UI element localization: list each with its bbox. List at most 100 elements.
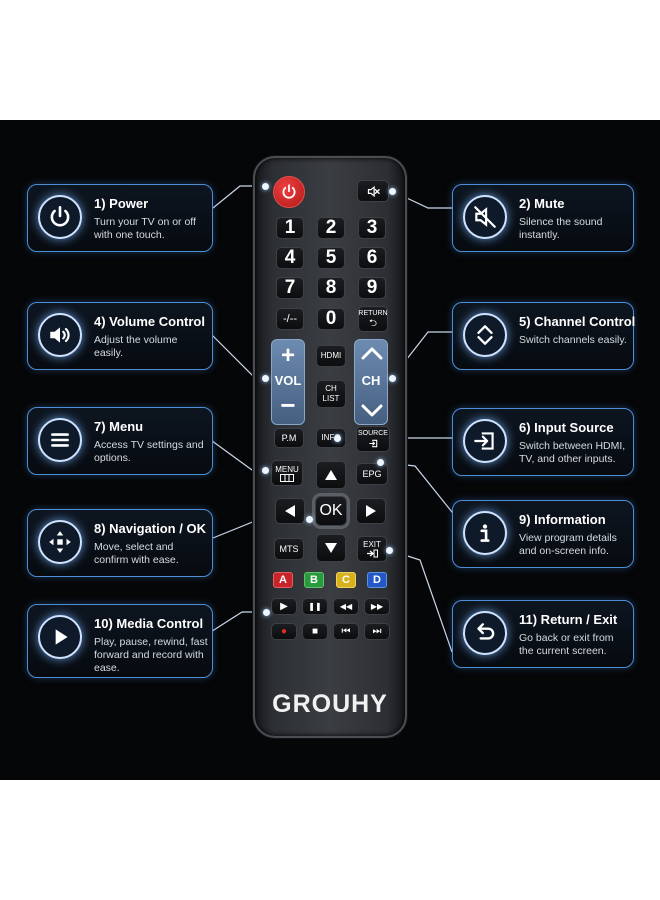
dash-button[interactable]: -/-- (276, 308, 304, 330)
callout-power: 1) Power Turn your TV on or off with one… (27, 184, 213, 252)
record-button[interactable]: ● (271, 623, 297, 640)
channel-label: CH (361, 373, 381, 388)
up-button[interactable] (316, 461, 346, 489)
dpad-icon (38, 520, 82, 564)
next-button[interactable]: ⏭ (364, 623, 390, 640)
volume-rocker[interactable]: + VOL − (271, 339, 305, 425)
connector-dot (389, 375, 396, 382)
channel-down-button[interactable] (361, 404, 383, 418)
rewind-button[interactable]: ◀◀ (333, 598, 359, 615)
connector-dot (262, 467, 269, 474)
fast-forward-button[interactable]: ▶▶ (364, 598, 390, 615)
stop-button[interactable]: ■ (302, 623, 328, 640)
digit-0-button[interactable]: 0 (317, 308, 345, 330)
chevron-updown-icon (463, 313, 507, 357)
menu-button[interactable]: MENU (271, 460, 303, 486)
callout-desc: Adjust the volume easily. (94, 334, 178, 359)
hdmi-button[interactable]: HDMI (316, 345, 346, 367)
callout-channel: 5) Channel Control Switch channels easil… (452, 302, 636, 370)
exit-button[interactable]: EXIT (357, 536, 387, 562)
mute-button[interactable] (357, 180, 389, 202)
callout-title: 1) Power (94, 196, 149, 211)
remote-control: 1 2 3 4 5 6 7 8 9 -/-- 0 RETURN ⮌ + VOL … (253, 156, 407, 738)
digit-9-button[interactable]: 9 (358, 277, 386, 299)
callout-navigation: 8) Navigation / OK Move, select and conf… (27, 509, 213, 577)
power-icon (282, 184, 296, 199)
epg-button[interactable]: EPG (356, 463, 388, 485)
callout-menu: 7) Menu Access TV settings and options. (27, 407, 213, 475)
return-arrow-icon: ⮌ (368, 318, 377, 329)
callout-title: 7) Menu (94, 419, 144, 434)
callout-title: 8) Navigation / OK (94, 521, 206, 536)
return-icon (463, 611, 507, 655)
info-icon (463, 511, 507, 555)
exit-icon (367, 549, 378, 558)
arrow-right-icon (366, 505, 376, 517)
brand-logo: GROUHY (272, 690, 388, 718)
play-icon (38, 615, 82, 659)
menu-grid-icon (280, 473, 294, 482)
connector-dot (262, 375, 269, 382)
source-button[interactable]: SOURCE (356, 426, 390, 452)
info-button[interactable]: INFO (316, 428, 346, 448)
callout-title: 4) Volume Control (94, 314, 205, 329)
mute-icon (463, 195, 507, 239)
callout-volume: 4) Volume Control Adjust the volume easi… (27, 302, 213, 370)
menu-label: MENU (275, 464, 299, 474)
left-button[interactable] (275, 498, 305, 524)
color-key-b[interactable]: B (304, 572, 324, 588)
callout-title: 5) Channel Control (519, 314, 636, 329)
callout-desc: Turn your TV on or off with one touch. (94, 216, 196, 241)
digit-5-button[interactable]: 5 (317, 247, 345, 269)
callout-title: 2) Mute (519, 196, 565, 211)
right-button[interactable] (356, 498, 386, 524)
pause-button[interactable]: ❚❚ (302, 598, 328, 615)
ok-button[interactable]: OK (315, 496, 347, 526)
digit-1-button[interactable]: 1 (276, 217, 304, 239)
channel-up-button[interactable] (361, 346, 383, 360)
mute-icon (367, 185, 380, 197)
channel-rocker[interactable]: CH (354, 339, 388, 425)
callout-title: 11) Return / Exit (519, 612, 618, 627)
digit-7-button[interactable]: 7 (276, 277, 304, 299)
connector-dot (377, 459, 384, 466)
return-button[interactable]: RETURN ⮌ (358, 306, 388, 332)
previous-button[interactable]: ⏮ (333, 623, 359, 640)
callout-desc: Switch between HDMI, TV, and other input… (519, 440, 626, 465)
callout-title: 9) Information (519, 512, 606, 527)
callout-information: 9) Information View program details and … (452, 500, 634, 568)
speaker-icon (38, 313, 82, 357)
power-icon (38, 195, 82, 239)
digit-2-button[interactable]: 2 (317, 217, 345, 239)
color-key-d[interactable]: D (367, 572, 387, 588)
play-button[interactable]: ▶ (271, 598, 297, 615)
infographic-stage: 1) Power Turn your TV on or off with one… (0, 120, 660, 780)
arrow-left-icon (285, 505, 295, 517)
power-button[interactable] (273, 176, 305, 208)
digit-3-button[interactable]: 3 (358, 217, 386, 239)
volume-up-button[interactable]: + (280, 342, 295, 369)
down-button[interactable] (316, 534, 346, 562)
digit-6-button[interactable]: 6 (358, 247, 386, 269)
digit-4-button[interactable]: 4 (276, 247, 304, 269)
callout-input-source: 6) Input Source Switch between HDMI, TV,… (452, 408, 634, 476)
connector-dot (306, 516, 313, 523)
arrow-down-icon (325, 543, 337, 553)
digit-8-button[interactable]: 8 (317, 277, 345, 299)
callout-desc: Move, select and confirm with ease. (94, 541, 179, 566)
connector-dot (389, 188, 396, 195)
connector-dot (262, 183, 269, 190)
callout-desc: Access TV settings and options. (94, 439, 204, 464)
input-source-icon (463, 419, 507, 463)
ch-list-button[interactable]: CH LIST (316, 380, 346, 408)
callout-desc: Go back or exit from the current screen. (519, 632, 614, 657)
exit-label: EXIT (363, 540, 381, 549)
color-key-c[interactable]: C (336, 572, 356, 588)
volume-label: VOL (274, 373, 302, 388)
callout-desc: Play, pause, rewind, fast forward and re… (94, 636, 208, 674)
color-key-a[interactable]: A (273, 572, 293, 588)
callout-title: 6) Input Source (519, 420, 614, 435)
mts-button[interactable]: MTS (274, 538, 304, 560)
pm-button[interactable]: P.M (274, 428, 304, 448)
volume-down-button[interactable]: − (280, 390, 296, 420)
